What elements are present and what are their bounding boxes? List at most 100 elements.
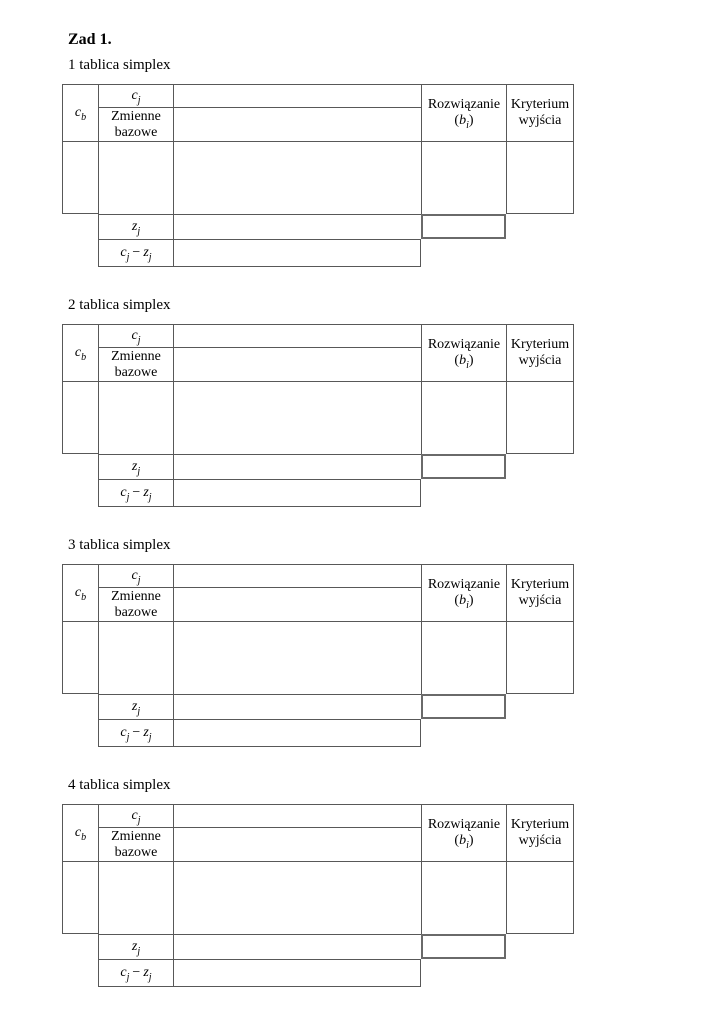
zmienne-bazowe-header-cell: Zmienne bazowe xyxy=(98,347,173,381)
kryterium-label-line2: wyjścia xyxy=(518,353,562,368)
kryterium-header-cell: Kryterium wyjścia xyxy=(506,84,574,141)
body-cell-criterion xyxy=(506,861,574,934)
body-cell-solution xyxy=(421,381,506,454)
zmienne-bazowe-header-cell: Zmienne bazowe xyxy=(98,827,173,861)
cj-values-empty-cell xyxy=(173,324,421,347)
cj-values-empty-cell xyxy=(173,804,421,827)
cjzj-row-values-cell xyxy=(173,719,421,747)
bi-label: (bi) xyxy=(454,593,474,611)
kryterium-label-line2: wyjścia xyxy=(518,113,562,128)
zj-row-label-cell: zj xyxy=(98,454,173,479)
body-cell-criterion xyxy=(506,621,574,694)
zj-solution-box xyxy=(421,934,506,959)
kryterium-header-cell: Kryterium wyjścia xyxy=(506,804,574,861)
kryterium-header-cell: Kryterium wyjścia xyxy=(506,324,574,381)
simplex-table: cb cj Rozwiązanie (bi) Kryterium wyjścia xyxy=(62,804,574,987)
body-cell-criterion xyxy=(506,381,574,454)
zmienne-label-line1: Zmienne xyxy=(111,108,161,124)
bi-label: (bi) xyxy=(454,353,474,371)
cj-values-empty-cell xyxy=(173,564,421,587)
simplex-table-block: 2 tablica simplex cb cj Rozwiązanie (bi)… xyxy=(62,296,725,507)
rozwiazanie-label: Rozwiązanie xyxy=(427,97,501,112)
kryterium-label-line1: Kryterium xyxy=(510,97,570,112)
zj-solution-box xyxy=(421,214,506,239)
variables-row-empty-cell xyxy=(173,347,421,381)
zmienne-label-line1: Zmienne xyxy=(111,348,161,364)
cj-header-cell: cj xyxy=(98,324,173,347)
kryterium-label-line2: wyjścia xyxy=(518,833,562,848)
rozwiazanie-header-cell: Rozwiązanie (bi) xyxy=(421,804,506,861)
table-title: 2 tablica simplex xyxy=(68,297,171,313)
kryterium-label-line1: Kryterium xyxy=(510,337,570,352)
body-cell-solution xyxy=(421,621,506,694)
worksheet-page: Zad 1. 1 tablica simplex cb cj Rozwiązan… xyxy=(62,31,725,987)
cjzj-row-label-cell: cj−zj xyxy=(98,719,173,747)
rozwiazanie-label: Rozwiązanie xyxy=(427,337,501,352)
rozwiazanie-header-cell: Rozwiązanie (bi) xyxy=(421,564,506,621)
cj-header-cell: cj xyxy=(98,804,173,827)
zj-row-values-cell xyxy=(173,214,421,239)
kryterium-label-line1: Kryterium xyxy=(510,817,570,832)
body-cell-basis xyxy=(98,621,173,694)
bi-label: (bi) xyxy=(454,833,474,851)
cj-values-empty-cell xyxy=(173,84,421,107)
simplex-table-block: 3 tablica simplex cb cj Rozwiązanie (bi)… xyxy=(62,536,725,747)
kryterium-label-line2: wyjścia xyxy=(518,593,562,608)
zj-row-values-cell xyxy=(173,454,421,479)
variables-row-empty-cell xyxy=(173,107,421,141)
zmienne-label-line2: bazowe xyxy=(114,364,158,380)
cj-header-cell: cj xyxy=(98,564,173,587)
body-cell-coefficients xyxy=(173,141,421,214)
cjzj-row-label-cell: cj−zj xyxy=(98,959,173,987)
body-cell-cb xyxy=(62,861,98,934)
kryterium-header-cell: Kryterium wyjścia xyxy=(506,564,574,621)
table-title: 1 tablica simplex xyxy=(68,57,171,73)
zmienne-bazowe-header-cell: Zmienne bazowe xyxy=(98,107,173,141)
zmienne-bazowe-header-cell: Zmienne bazowe xyxy=(98,587,173,621)
cb-header-cell: cb xyxy=(62,324,98,381)
cjzj-row-label-cell: cj−zj xyxy=(98,239,173,267)
table-title: 3 tablica simplex xyxy=(68,537,171,553)
cb-header-cell: cb xyxy=(62,804,98,861)
page-heading: Zad 1. xyxy=(68,31,112,48)
body-cell-coefficients xyxy=(173,861,421,934)
zj-row-label-cell: zj xyxy=(98,214,173,239)
tables-container: 1 tablica simplex cb cj Rozwiązanie (bi)… xyxy=(62,56,725,987)
rozwiazanie-label: Rozwiązanie xyxy=(427,577,501,592)
rozwiazanie-label: Rozwiązanie xyxy=(427,817,501,832)
body-cell-criterion xyxy=(506,141,574,214)
body-cell-basis xyxy=(98,141,173,214)
cjzj-row-label-cell: cj−zj xyxy=(98,479,173,507)
zj-row-label-cell: zj xyxy=(98,934,173,959)
simplex-table: cb cj Rozwiązanie (bi) Kryterium wyjścia xyxy=(62,564,574,747)
body-cell-solution xyxy=(421,141,506,214)
body-cell-basis xyxy=(98,861,173,934)
table-title: 4 tablica simplex xyxy=(68,777,171,793)
body-cell-cb xyxy=(62,381,98,454)
bi-label: (bi) xyxy=(454,113,474,131)
body-cell-coefficients xyxy=(173,621,421,694)
zj-solution-box xyxy=(421,454,506,479)
zj-solution-box xyxy=(421,694,506,719)
cjzj-row-values-cell xyxy=(173,479,421,507)
body-cell-solution xyxy=(421,861,506,934)
simplex-table-block: 4 tablica simplex cb cj Rozwiązanie (bi)… xyxy=(62,776,725,987)
zj-row-label-cell: zj xyxy=(98,694,173,719)
simplex-table: cb cj Rozwiązanie (bi) Kryterium wyjścia xyxy=(62,84,574,267)
zmienne-label-line2: bazowe xyxy=(114,124,158,140)
zj-row-values-cell xyxy=(173,934,421,959)
rozwiazanie-header-cell: Rozwiązanie (bi) xyxy=(421,324,506,381)
rozwiazanie-header-cell: Rozwiązanie (bi) xyxy=(421,84,506,141)
zj-row-values-cell xyxy=(173,694,421,719)
variables-row-empty-cell xyxy=(173,827,421,861)
cb-header-cell: cb xyxy=(62,564,98,621)
variables-row-empty-cell xyxy=(173,587,421,621)
kryterium-label-line1: Kryterium xyxy=(510,577,570,592)
zmienne-label-line2: bazowe xyxy=(114,604,158,620)
cb-header-cell: cb xyxy=(62,84,98,141)
zmienne-label-line1: Zmienne xyxy=(111,828,161,844)
body-cell-cb xyxy=(62,141,98,214)
cj-header-cell: cj xyxy=(98,84,173,107)
body-cell-cb xyxy=(62,621,98,694)
body-cell-basis xyxy=(98,381,173,454)
